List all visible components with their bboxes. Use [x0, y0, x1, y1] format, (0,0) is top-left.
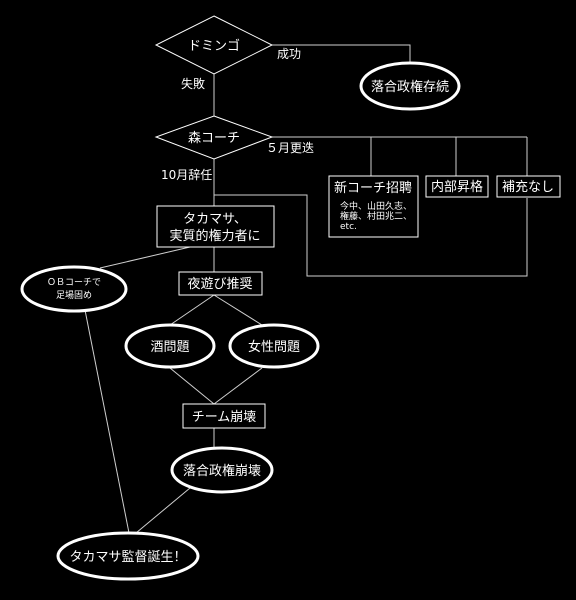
connector-ob-coach-to-takamasa-manager — [84, 309, 131, 539]
no-replacement-box: 補充なし — [496, 175, 561, 198]
new-coach-name-line-3: etc. — [340, 222, 357, 232]
connector-night-play-to-alcohol — [169, 294, 215, 326]
mori-coach-label: 森コーチ — [188, 131, 240, 146]
ochiai-collapse-ellipse: 落合政権崩壊 — [170, 446, 274, 494]
connector-takamasa-to-ob-coach — [99, 246, 191, 269]
takamasa-manager-label: タカマサ監督誕生！ — [69, 549, 186, 565]
night-play-box: 夜遊び推奨 — [178, 271, 263, 296]
alcohol-problem-label: 酒問題 — [150, 340, 189, 355]
domingo-label: ドミンゴ — [188, 38, 240, 54]
edge-label-success: 成功 — [277, 47, 301, 61]
connector-ochiai-collapse-to-takamasa-manager — [129, 487, 191, 539]
connector-night-play-to-women — [213, 294, 263, 326]
internal-promotion-label: 内部昇格 — [431, 179, 483, 195]
alcohol-problem-ellipse: 酒問題 — [124, 323, 216, 369]
ochiai-collapse-label: 落合政権崩壊 — [183, 463, 261, 479]
team-collapse-box: チーム崩壊 — [182, 403, 266, 429]
internal-promotion-box: 内部昇格 — [425, 175, 489, 198]
new-coach-name-line-2: 権藤、村田兆二、 — [340, 210, 412, 222]
edge-label-failure: 失敗 — [181, 76, 205, 91]
mori-coach-diamond: 森コーチ — [154, 115, 274, 160]
connector-domingo-to-ochiai-survive — [272, 44, 411, 62]
ob-coach-ellipse: ＯＢコーチで 足場固め — [20, 265, 128, 313]
no-replacement-label: 補充なし — [502, 179, 554, 195]
new-coach-box: 新コーチ招聘 今中、山田久志、 権藤、村田兆二、 etc. — [328, 175, 419, 238]
ochiai-survive-ellipse: 落合政権存続 — [359, 61, 461, 111]
edge-label-october-resign: 10月辞任 — [161, 167, 212, 182]
ochiai-survive-label: 落合政権存続 — [371, 79, 449, 95]
team-collapse-label: チーム崩壊 — [192, 410, 257, 425]
domingo-diamond: ドミンゴ — [154, 15, 274, 75]
connector-alcohol-to-team-collapse — [169, 367, 215, 405]
takamasa-power-line-2: 実質的権力者に — [169, 228, 260, 244]
women-problem-ellipse: 女性問題 — [228, 323, 320, 369]
takamasa-power-box: タカマサ、 実質的権力者に — [156, 205, 275, 248]
night-play-label: 夜遊び推奨 — [187, 277, 252, 292]
ob-coach-line-2: 足場固め — [56, 289, 92, 301]
connector-loop-back — [214, 194, 528, 277]
takamasa-manager-ellipse: タカマサ監督誕生！ — [56, 531, 200, 581]
connectors — [84, 44, 528, 539]
ob-coach-line-1: ＯＢコーチで — [47, 277, 101, 288]
edge-label-may-transfer: ５月更迭 — [266, 141, 314, 155]
connector-women-to-team-collapse — [213, 367, 263, 405]
women-problem-label: 女性問題 — [248, 339, 300, 355]
new-coach-label: 新コーチ招聘 — [334, 180, 412, 196]
takamasa-power-line-1: タカマサ、 — [183, 212, 247, 227]
new-coach-name-line-1: 今中、山田久志、 — [340, 200, 412, 212]
